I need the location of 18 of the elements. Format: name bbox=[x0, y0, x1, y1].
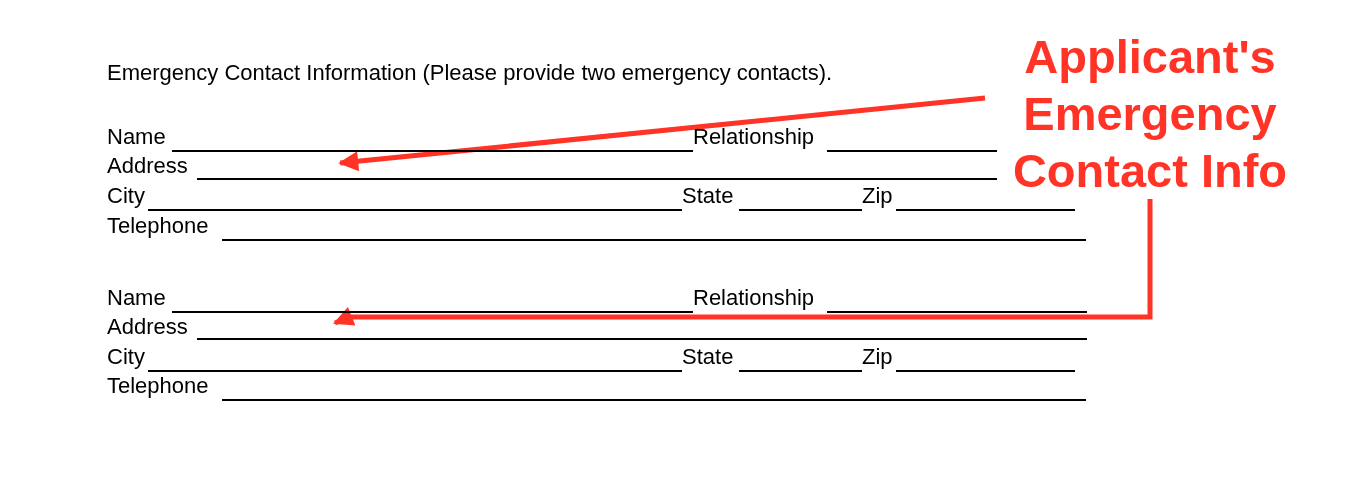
field-label: Zip bbox=[862, 344, 893, 370]
field-label: Name bbox=[107, 124, 166, 150]
field-label: Telephone bbox=[107, 213, 209, 239]
field-label: Zip bbox=[862, 183, 893, 209]
field-label: State bbox=[682, 344, 734, 370]
callout-text: Applicant's Emergency Contact Info bbox=[985, 28, 1315, 199]
field-label: Relationship bbox=[693, 124, 815, 150]
arrow bbox=[338, 95, 986, 172]
field-label: City bbox=[107, 344, 145, 370]
field-label: Telephone bbox=[107, 373, 209, 399]
field-label: City bbox=[107, 183, 145, 209]
field-label: Address bbox=[107, 153, 188, 179]
field-label: Name bbox=[107, 285, 166, 311]
section-heading: Emergency Contact Information (Please provide two emergency contacts). bbox=[107, 60, 833, 86]
field-label: State bbox=[682, 183, 734, 209]
field-label: Relationship bbox=[693, 285, 815, 311]
field-label: Address bbox=[107, 314, 188, 340]
arrow bbox=[333, 199, 1153, 326]
